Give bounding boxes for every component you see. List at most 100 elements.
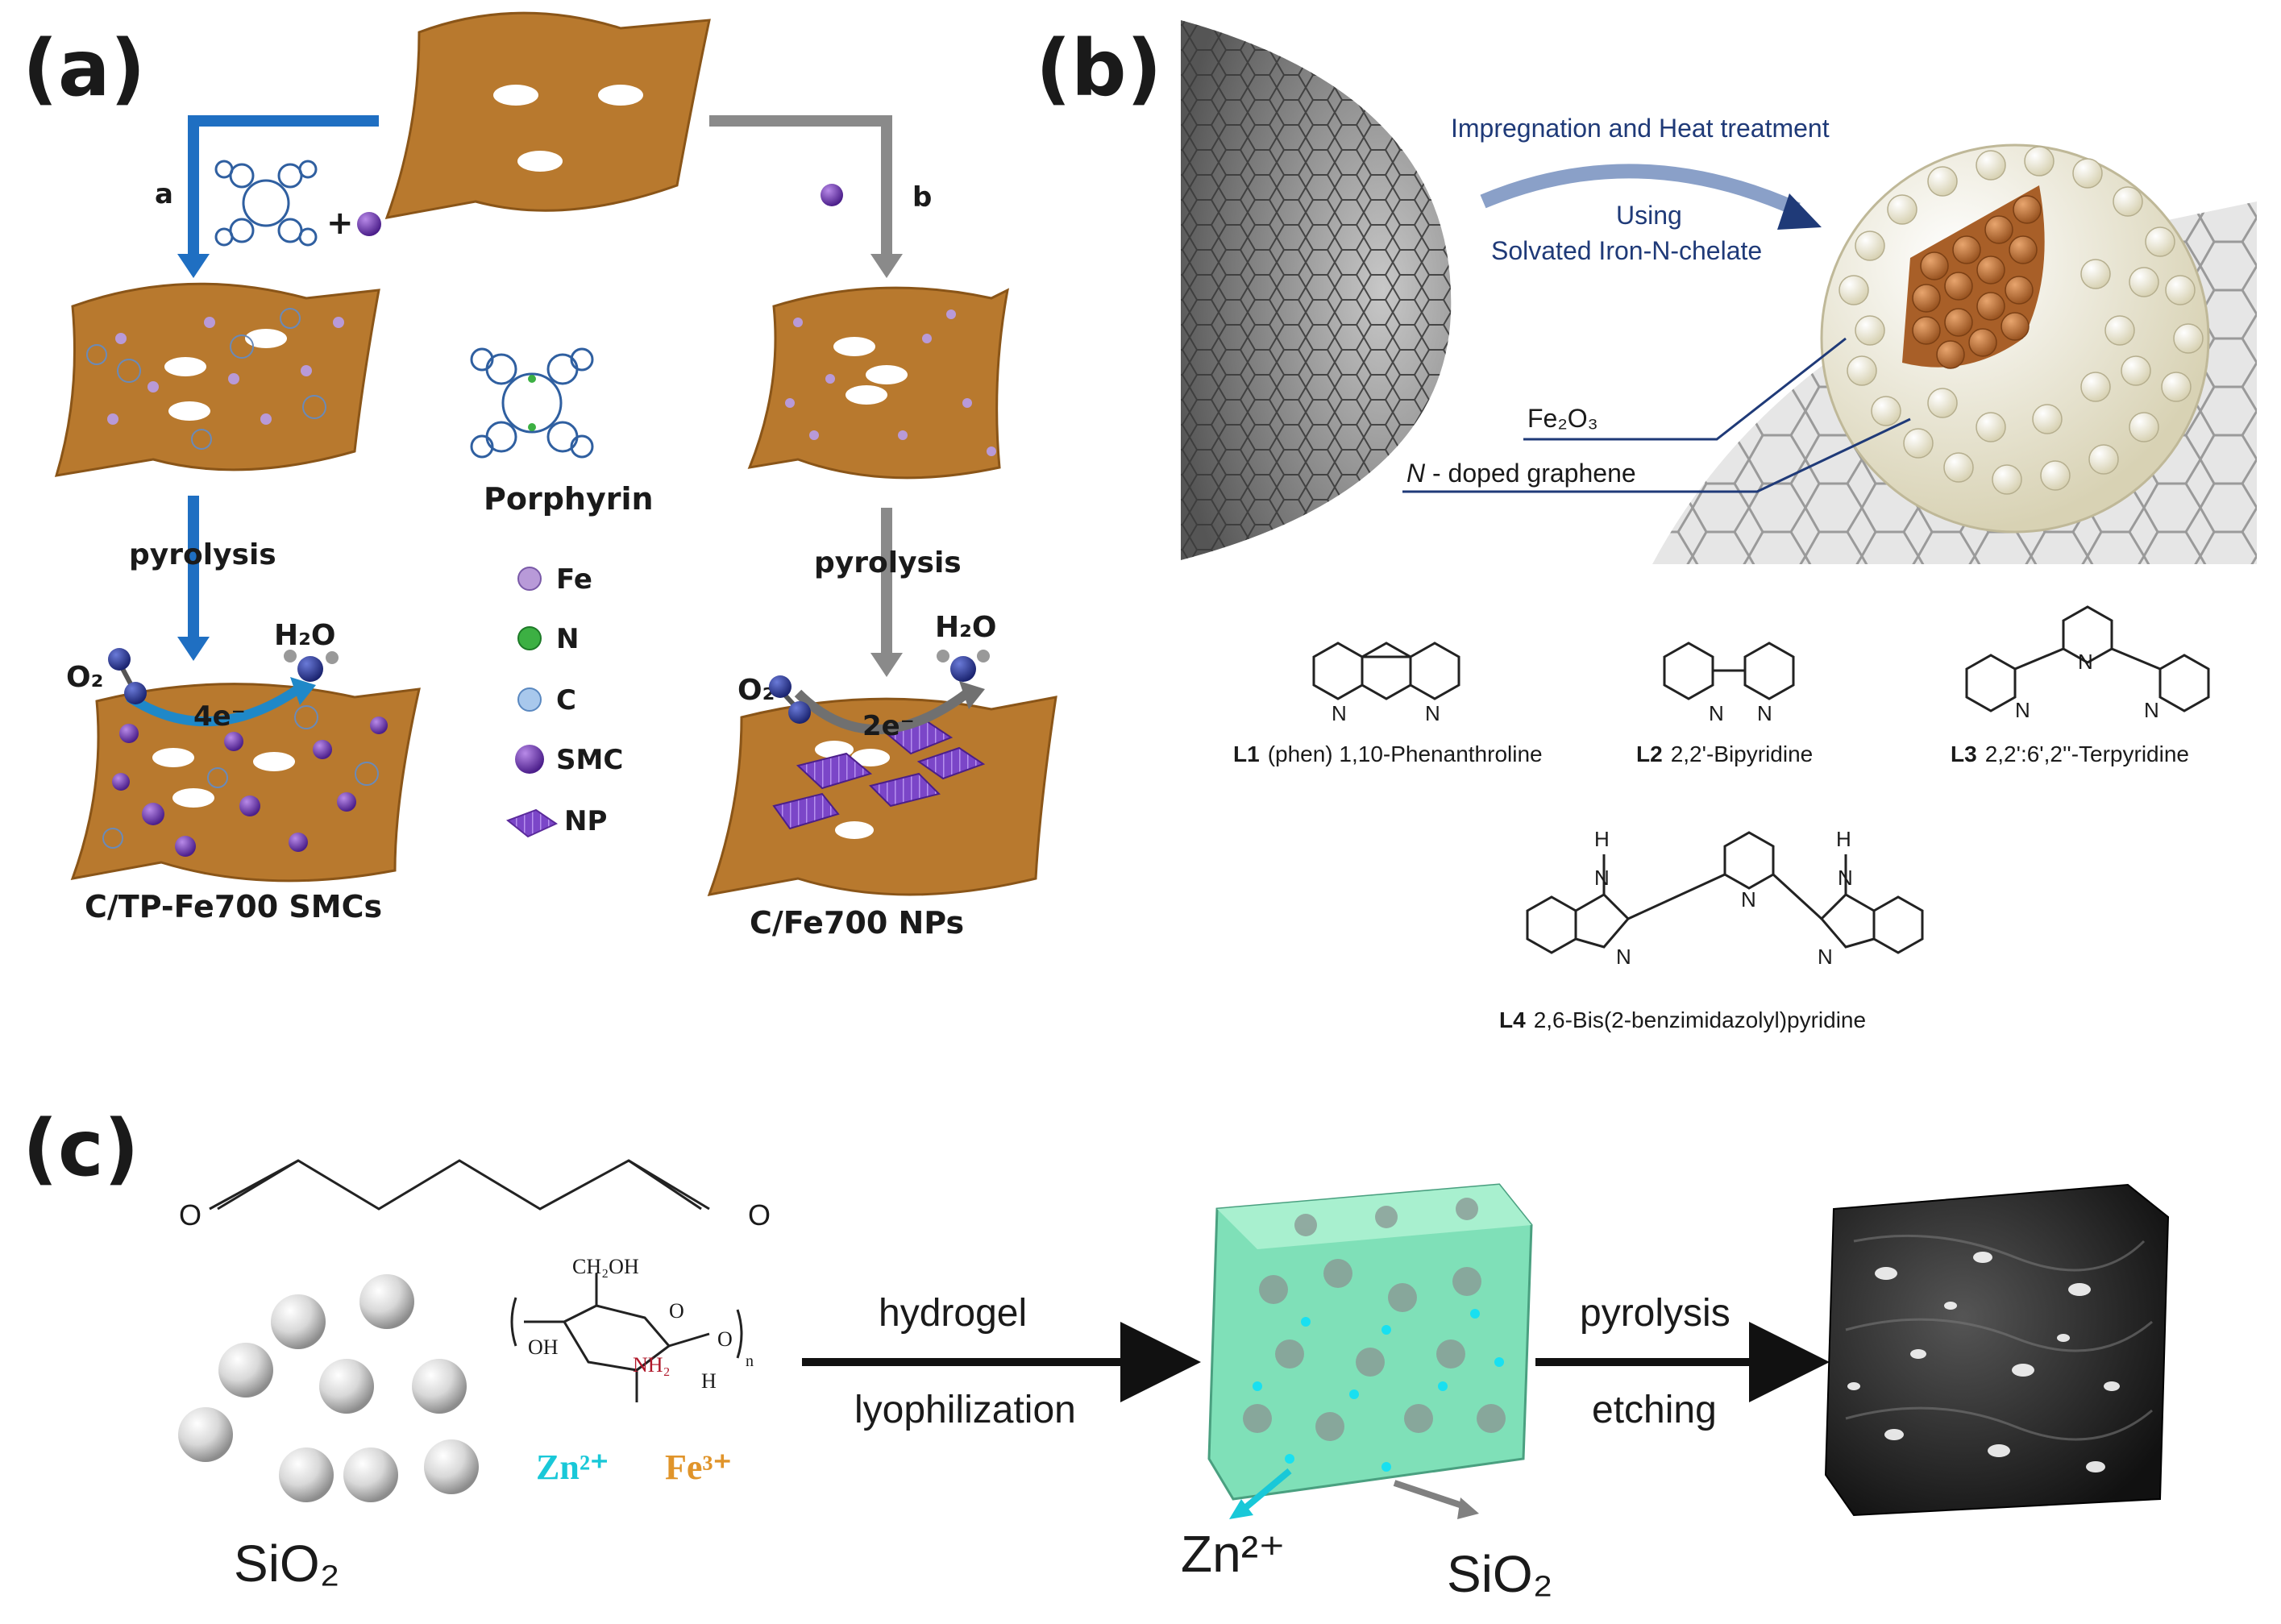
chitosan-nh2: NH₂ — [633, 1353, 671, 1377]
legend: Fe N C SMC NP — [505, 563, 623, 838]
l4-atom-h: H — [1836, 827, 1851, 851]
o2-right-label: O₂ — [737, 674, 775, 707]
legend-np-label: NP — [564, 805, 607, 837]
ligand-l1: L1(phen) 1,10-Phenanthroline — [1233, 741, 1543, 766]
n-doped-leader-line — [1402, 417, 1911, 493]
legend-c-icon — [517, 687, 542, 712]
product-right-label: C/Fe700 NPs — [750, 905, 964, 941]
route-a-arrow — [177, 115, 379, 278]
sheet-pore — [517, 151, 563, 172]
hydrogel-cube — [1207, 1183, 1533, 1501]
porous-carbon-cube — [1824, 1183, 2170, 1517]
panel-a-label: (a) — [23, 23, 146, 114]
plus-sign: + — [326, 205, 354, 242]
ligand-l2-structure — [1663, 642, 1795, 700]
chitosan-h: H — [701, 1369, 717, 1393]
fe2o3-leader-line — [1523, 337, 1847, 441]
fe2o3-label: Fe₂O₃ — [1527, 404, 1598, 433]
chitosan-oh: OH — [528, 1335, 559, 1359]
chitosan-n: n — [746, 1352, 754, 1370]
panel-c: (c) O O SiO₂ — [23, 1103, 2170, 1603]
h2o-molecule-icon — [937, 650, 990, 682]
core-shell-particle — [1820, 143, 2210, 534]
l4-atom-n: N — [1594, 866, 1610, 890]
legend-fe-label: Fe — [556, 563, 592, 596]
legend-c-label: C — [556, 684, 576, 716]
chitosan-o: O — [717, 1327, 733, 1351]
n-doped-label: N - doped graphene — [1406, 459, 1636, 488]
panel-b-label: (b) — [1036, 23, 1161, 114]
sheet-smcs — [70, 683, 421, 883]
o2-molecule-icon — [108, 648, 147, 704]
electrons-left: 4e⁻ — [193, 700, 246, 733]
pyrolysis-left-label: pyrolysis — [129, 538, 276, 571]
panel-a: (a) a + b — [23, 11, 1057, 941]
cube-zn-label: Zn²⁺ — [1181, 1525, 1286, 1583]
l3-atom-n: N — [2078, 650, 2093, 674]
process-using: Using — [1616, 201, 1682, 230]
porphyrin-label: Porphyrin — [484, 481, 654, 517]
zn-pointer-arrow — [1239, 1468, 1292, 1514]
sio2-pointer-arrow — [1393, 1480, 1469, 1510]
step1-bottom: lyophilization — [854, 1389, 1076, 1431]
l4-atom-n: N — [1838, 866, 1853, 890]
process-reagent: Solvated Iron-N-chelate — [1491, 236, 1762, 265]
o2-molecule-icon — [769, 675, 811, 724]
pyrolysis-arrow-left — [177, 496, 210, 661]
two-electron-arrow — [794, 681, 985, 734]
silica-spheres — [178, 1274, 479, 1502]
ligand-l4-structure — [1526, 831, 1924, 954]
porphyrin-molecule — [470, 347, 594, 459]
graphene-hexagonal-sphere — [1181, 20, 1452, 560]
four-electron-arrow — [126, 677, 316, 727]
sheet-with-fe — [747, 286, 1010, 480]
electrons-right: 2e⁻ — [862, 710, 915, 742]
step1-top: hydrogel — [879, 1292, 1027, 1335]
sheet-with-porphyrin-fe — [54, 282, 380, 477]
legend-np-icon — [505, 808, 559, 838]
l4-atom-h: H — [1594, 827, 1610, 851]
pyrolysis-right-label: pyrolysis — [814, 546, 962, 579]
legend-fe-icon — [517, 567, 542, 591]
l1-atom-n: N — [1425, 701, 1440, 725]
ligand-l1-structure — [1312, 642, 1460, 700]
sheet-pore — [493, 85, 538, 106]
l4-atom-n: N — [1741, 887, 1756, 912]
porphyrin-molecule-small — [214, 160, 318, 247]
l2-atom-n: N — [1757, 701, 1772, 725]
sheet-pore — [598, 85, 643, 106]
fe-ion-label: Fe³⁺ — [665, 1447, 732, 1487]
top-graphene-sheet — [384, 11, 711, 219]
zn-ion-label: Zn²⁺ — [536, 1447, 609, 1487]
legend-smc-label: SMC — [556, 744, 623, 776]
l3-atom-n: N — [2144, 698, 2159, 722]
l3-atom-n: N — [2015, 698, 2030, 722]
chitosan-ch2oh: CH₂OH — [572, 1255, 639, 1278]
h2o-left-label: H₂O — [274, 619, 336, 652]
h2o-molecule-icon — [284, 650, 339, 682]
fe-atom-icon — [357, 212, 381, 236]
l2-atom-n: N — [1709, 701, 1724, 725]
glutaraldehyde-o: O — [179, 1198, 202, 1231]
silica-label: SiO₂ — [234, 1535, 340, 1593]
glutaraldehyde-o: O — [748, 1198, 771, 1231]
fe-atom-icon — [821, 184, 843, 206]
glutaraldehyde-structure — [209, 1159, 710, 1211]
panel-c-label: (c) — [23, 1103, 139, 1194]
l1-atom-n: N — [1332, 701, 1347, 725]
ligand-l3-structure — [1965, 605, 2210, 712]
route-b-label: b — [912, 181, 932, 214]
l4-atom-n: N — [1818, 945, 1833, 969]
h2o-right-label: H₂O — [935, 611, 997, 644]
step2-top: pyrolysis — [1580, 1292, 1730, 1335]
legend-n-icon — [517, 626, 542, 650]
sheet-nps — [707, 696, 1057, 896]
process-title: Impregnation and Heat treatment — [1451, 114, 1830, 143]
step2-bottom: etching — [1592, 1389, 1717, 1431]
cube-sio2-label: SiO₂ — [1447, 1545, 1553, 1603]
panel-b: (b) Impregnation and Heat treatment Usin… — [1036, 20, 2257, 1032]
chitosan-structure — [510, 1273, 743, 1402]
